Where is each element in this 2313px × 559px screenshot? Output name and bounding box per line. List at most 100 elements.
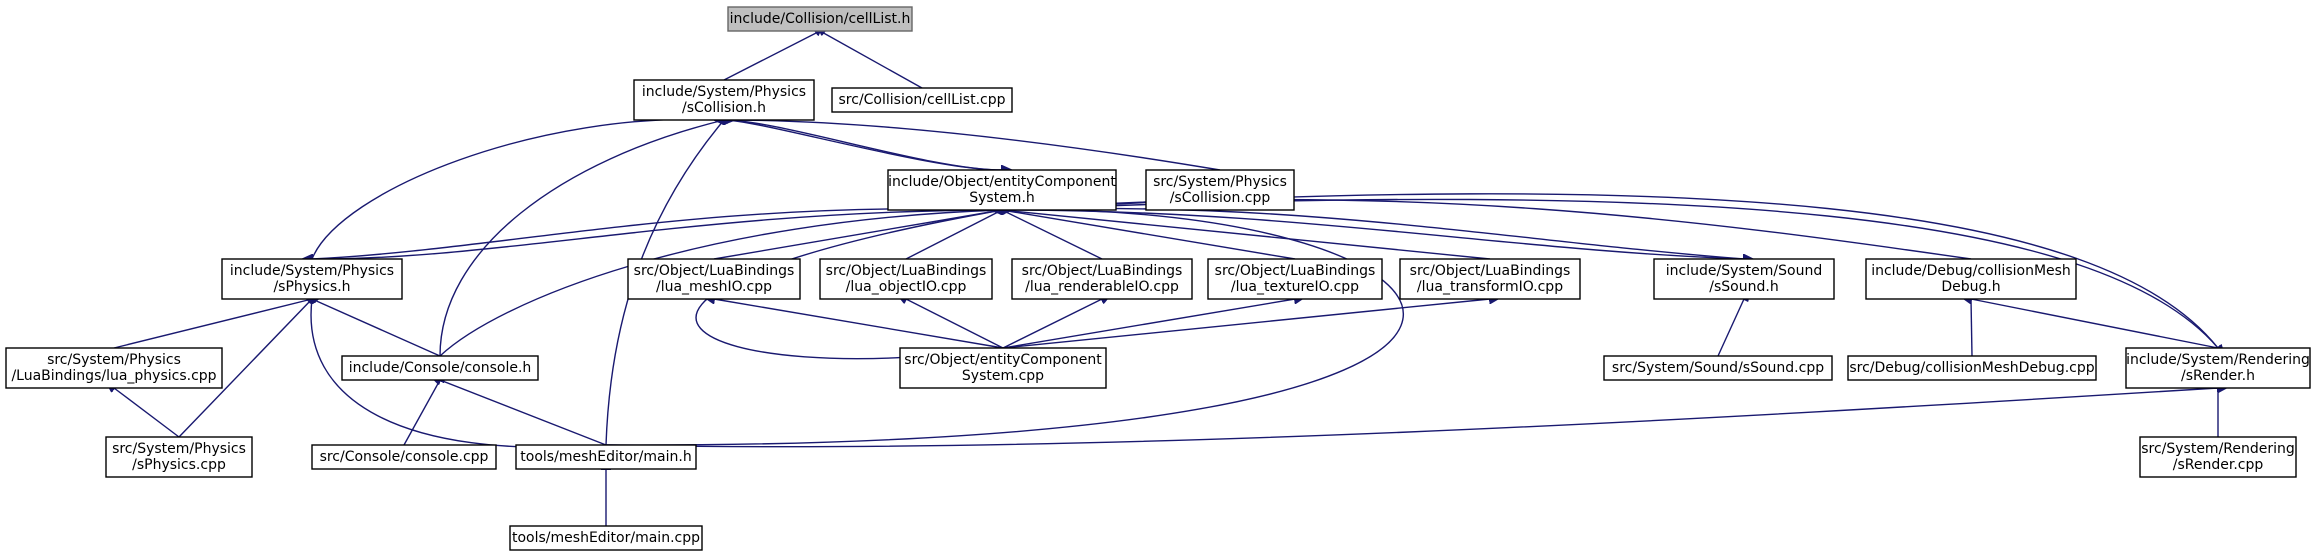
node-lua_obj[interactable]: src/Object/LuaBindings/lua_objectIO.cpp xyxy=(819,258,993,300)
node-lua_mesh[interactable]: src/Object/LuaBindings/lua_meshIO.cpp xyxy=(627,258,801,300)
node-box xyxy=(311,444,497,470)
node-box xyxy=(341,355,539,381)
node-srender_cpp[interactable]: src/System/Rendering/sRender.cpp xyxy=(2139,436,2297,478)
node-box xyxy=(1207,258,1383,300)
node-label: src/Object/LuaBindings xyxy=(1022,263,1183,279)
edge-lua_mesh-ecs_cpp xyxy=(714,299,1004,349)
edge-lua_phys-sphys_cpp xyxy=(114,388,180,438)
node-box xyxy=(1653,258,1835,300)
node-box xyxy=(727,6,913,32)
node-label: /lua_renderableIO.cpp xyxy=(1025,279,1179,295)
node-lua_tex[interactable]: src/Object/LuaBindings/lua_textureIO.cpp xyxy=(1207,258,1383,300)
node-label: include/System/Sound xyxy=(1666,263,1822,279)
node-lua_trans[interactable]: src/Object/LuaBindings/lua_transformIO.c… xyxy=(1399,258,1581,300)
edge-ecs_h-scol_h xyxy=(723,119,1002,170)
node-scol_h[interactable]: include/System/Physics/sCollision.h xyxy=(633,79,815,121)
edge-lua_tex-ecs_cpp xyxy=(1002,299,1295,349)
node-label: src/System/Physics xyxy=(47,352,181,368)
node-box xyxy=(1145,169,1295,211)
node-root[interactable]: include/Collision/cellList.h xyxy=(727,6,913,32)
edge-sphys_h-ecs_h xyxy=(312,209,1003,259)
node-label: System.cpp xyxy=(962,368,1044,384)
node-label: /lua_objectIO.cpp xyxy=(846,279,967,295)
node-label: System.h xyxy=(969,190,1035,206)
node-label: /sCollision.cpp xyxy=(1170,190,1271,206)
node-label: src/System/Physics xyxy=(1153,174,1287,190)
edge-root-celllist_cpp xyxy=(820,31,923,89)
edge-scol_h-sphys_h xyxy=(311,119,724,260)
node-label: src/System/Rendering xyxy=(2141,441,2295,457)
node-label: /lua_textureIO.cpp xyxy=(1231,279,1359,295)
node-box xyxy=(1847,355,2097,381)
node-cmd_cpp[interactable]: src/Debug/collisionMeshDebug.cpp xyxy=(1847,355,2097,381)
edge-ecs_h-lua_rend xyxy=(1002,210,1103,260)
edge-lua_obj-ecs_cpp xyxy=(906,299,1004,349)
node-box xyxy=(509,525,703,551)
edge-cmd_h-cmd_cpp xyxy=(1971,299,1972,357)
node-main_h[interactable]: tools/meshEditor/main.h xyxy=(515,444,697,470)
node-box xyxy=(515,444,697,470)
node-label: include/Object/entityComponent xyxy=(888,174,1116,190)
node-label: include/System/Physics xyxy=(642,84,806,100)
node-label: /sRender.cpp xyxy=(2173,457,2264,473)
node-console_cpp[interactable]: src/Console/console.cpp xyxy=(311,444,497,470)
node-label: src/Console/console.cpp xyxy=(320,449,489,465)
node-box xyxy=(1399,258,1581,300)
node-label: /sPhysics.cpp xyxy=(132,457,226,473)
node-box xyxy=(5,347,223,389)
node-label: /LuaBindings/lua_physics.cpp xyxy=(11,368,216,384)
node-box xyxy=(819,258,993,300)
node-box xyxy=(2139,436,2297,478)
node-label: /sCollision.h xyxy=(682,100,766,116)
node-main_cpp[interactable]: tools/meshEditor/main.cpp xyxy=(509,525,703,551)
node-label: /sPhysics.h xyxy=(273,279,350,295)
node-label: /sRender.h xyxy=(2181,368,2255,384)
node-label: src/Object/LuaBindings xyxy=(1215,263,1376,279)
edge-root-scol_h xyxy=(723,31,820,81)
node-label: src/Object/LuaBindings xyxy=(634,263,795,279)
edge-ecs_h-main_h xyxy=(605,210,1404,446)
node-srender_h[interactable]: include/System/Rendering/sRender.h xyxy=(2125,347,2311,389)
node-box xyxy=(887,169,1117,211)
node-label: src/Object/LuaBindings xyxy=(826,263,987,279)
node-label: tools/meshEditor/main.h xyxy=(520,449,691,465)
node-label: include/System/Physics xyxy=(230,263,394,279)
node-sphys_cpp[interactable]: src/System/Physics/sPhysics.cpp xyxy=(105,436,253,478)
edge-lua_trans-ecs_cpp xyxy=(1002,299,1490,349)
node-label: Debug.h xyxy=(1941,279,2000,295)
node-box xyxy=(105,436,253,478)
node-ssound_cpp[interactable]: src/System/Sound/sSound.cpp xyxy=(1603,355,1833,381)
node-box xyxy=(899,347,1107,389)
node-box xyxy=(1011,258,1193,300)
edge-scol_h-scol_cpp xyxy=(724,120,1221,171)
node-box xyxy=(2125,347,2311,389)
node-sphys_h[interactable]: include/System/Physics/sPhysics.h xyxy=(221,258,403,300)
node-scol_cpp[interactable]: src/System/Physics/sCollision.cpp xyxy=(1145,169,1295,211)
node-box xyxy=(221,258,403,300)
edge-ecs_h-ssound_h xyxy=(1002,208,1745,260)
edge-sphys_h-lua_phys xyxy=(113,299,312,349)
node-console_h[interactable]: include/Console/console.h xyxy=(341,355,539,381)
node-label: src/Object/entityComponent xyxy=(904,352,1102,368)
node-label: src/Debug/collisionMeshDebug.cpp xyxy=(1849,360,2094,376)
node-ssound_h[interactable]: include/System/Sound/sSound.h xyxy=(1653,258,1835,300)
node-label: src/System/Sound/sSound.cpp xyxy=(1612,360,1824,376)
edge-ecs_h-sphys_h xyxy=(311,209,1002,260)
node-label: src/Object/LuaBindings xyxy=(1410,263,1571,279)
node-label: src/System/Physics xyxy=(112,441,246,457)
node-cmd_h[interactable]: include/Debug/collisionMeshDebug.h xyxy=(1865,258,2077,300)
edge-scol_h-console_h xyxy=(439,120,724,357)
node-box xyxy=(831,87,1013,113)
node-box xyxy=(633,79,815,121)
node-lua_rend[interactable]: src/Object/LuaBindings/lua_renderableIO.… xyxy=(1011,258,1193,300)
node-lua_phys[interactable]: src/System/Physics/LuaBindings/lua_physi… xyxy=(5,347,223,389)
node-label: tools/meshEditor/main.cpp xyxy=(512,530,700,546)
node-label: /sSound.h xyxy=(1709,279,1778,295)
edge-ecs_h-ecs_cpp xyxy=(695,210,1003,360)
node-celllist_cpp[interactable]: src/Collision/cellList.cpp xyxy=(831,87,1013,113)
edge-scol_h-ecs_h xyxy=(724,120,1003,171)
edge-sphys_h-console_h xyxy=(312,299,441,357)
node-label: /lua_transformIO.cpp xyxy=(1417,279,1563,295)
